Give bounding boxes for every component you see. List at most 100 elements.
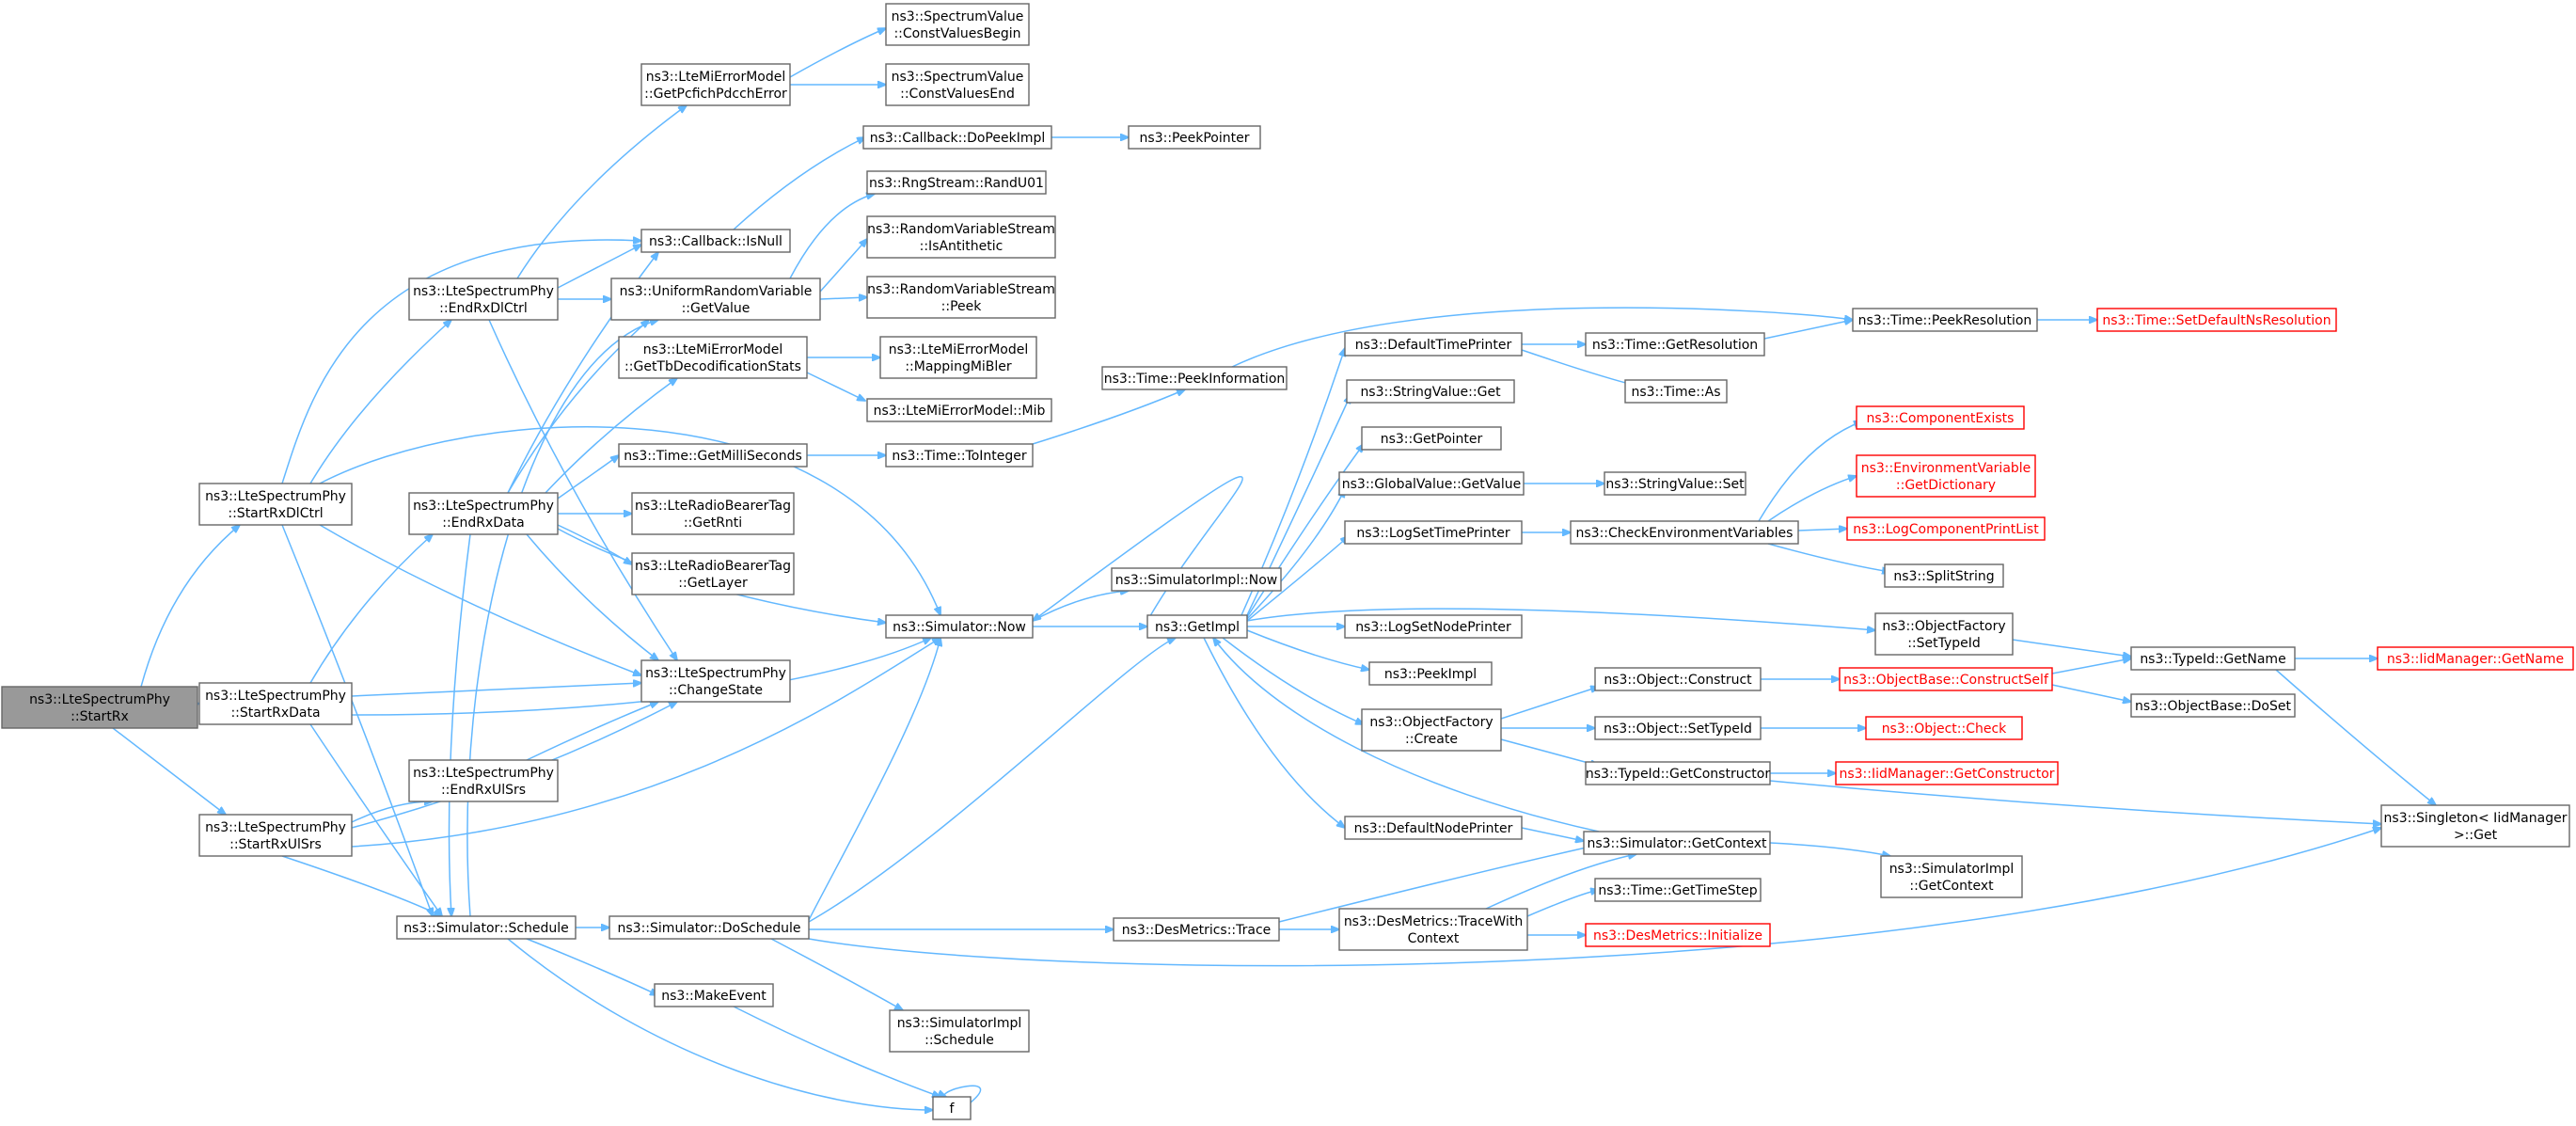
node-label: ::MappingMiBler bbox=[905, 359, 1012, 374]
node-getrnti[interactable]: ns3::LteRadioBearerTag::GetRnti bbox=[631, 492, 795, 535]
node-splitstring[interactable]: ns3::SplitString bbox=[1884, 563, 2004, 588]
node-box bbox=[1865, 716, 2023, 740]
node-changestate[interactable]: ns3::LteSpectrumPhy::ChangeState bbox=[640, 659, 791, 703]
node-peekpointer[interactable]: ns3::PeekPointer bbox=[1128, 125, 1261, 150]
node-getmilliseconds[interactable]: ns3::Time::GetMilliSeconds bbox=[618, 443, 808, 468]
node-getpointer[interactable]: ns3::GetPointer bbox=[1361, 426, 1502, 451]
edge-doschedule-to-getimpl bbox=[808, 638, 1176, 923]
node-getimpl[interactable]: ns3::GetImpl bbox=[1146, 614, 1248, 639]
node-getpcfich[interactable]: ns3::LteMiErrorModel::GetPcfichPdcchErro… bbox=[640, 63, 791, 106]
edge-defaultnodeprinter-to-simgetcontext bbox=[1521, 827, 1584, 841]
node-box bbox=[1361, 708, 1502, 752]
node-simgetcontext[interactable]: ns3::Simulator::GetContext bbox=[1583, 831, 1771, 855]
node-typeidgetname[interactable]: ns3::TypeId::GetName bbox=[2130, 646, 2296, 671]
node-checkenv[interactable]: ns3::CheckEnvironmentVariables bbox=[1570, 520, 1799, 545]
node-cvend[interactable]: ns3::SpectrumValue::ConstValuesEnd bbox=[885, 63, 1030, 106]
node-simnow[interactable]: ns3::Simulator::Now bbox=[885, 614, 1034, 639]
node-urvgetvalue[interactable]: ns3::UniformRandomVariable::GetValue bbox=[610, 278, 821, 321]
edge-endrxdlctrl-to-changestate bbox=[488, 319, 677, 660]
node-startrxdata[interactable]: ns3::LteSpectrumPhy::StartRxData bbox=[198, 682, 353, 725]
node-box bbox=[198, 814, 353, 857]
edge-doschedule-to-simimplschedule bbox=[770, 938, 903, 1010]
node-startrx[interactable]: ns3::LteSpectrumPhy::StartRx bbox=[1, 686, 198, 729]
node-box bbox=[1852, 308, 2038, 332]
node-cvbegin[interactable]: ns3::SpectrumValue::ConstValuesBegin bbox=[885, 3, 1030, 46]
node-logsetnodeprinter[interactable]: ns3::LogSetNodePrinter bbox=[1344, 614, 1523, 639]
edge-startrxdlctrl-to-endrxdlctrl bbox=[309, 320, 451, 484]
node-box bbox=[631, 492, 795, 535]
node-box bbox=[889, 1009, 1030, 1053]
node-constructself[interactable]: ns3::ObjectBase::ConstructSelf bbox=[1839, 667, 2053, 691]
node-label: ns3::GlobalValue::GetValue bbox=[1342, 477, 1521, 492]
node-label: ns3::ObjectFactory bbox=[1369, 715, 1493, 730]
node-objectconstruct[interactable]: ns3::Object::Construct bbox=[1594, 667, 1762, 691]
node-defaultnodeprinter[interactable]: ns3::DefaultNodePrinter bbox=[1344, 816, 1523, 840]
node-label: ns3::LteSpectrumPhy bbox=[413, 499, 554, 514]
node-endrxulsrs[interactable]: ns3::LteSpectrumPhy::EndRxUlSrs bbox=[408, 759, 559, 802]
node-logcomponentprintlist[interactable]: ns3::LogComponentPrintList bbox=[1846, 516, 2046, 541]
node-randu01[interactable]: ns3::RngStream::RandU01 bbox=[866, 170, 1047, 195]
node-peekinformation[interactable]: ns3::Time::PeekInformation bbox=[1101, 366, 1288, 390]
node-objectbasedoset[interactable]: ns3::ObjectBase::DoSet bbox=[2130, 693, 2296, 718]
edge-startrxdata-to-endrxdata bbox=[309, 534, 433, 684]
node-stringvalueget[interactable]: ns3::StringValue::Get bbox=[1346, 379, 1515, 404]
node-endrxdlctrl[interactable]: ns3::LteSpectrumPhy::EndRxDlCtrl bbox=[408, 278, 559, 321]
node-tointeger[interactable]: ns3::Time::ToInteger bbox=[885, 443, 1034, 468]
node-peekimpl[interactable]: ns3::PeekImpl bbox=[1368, 661, 1493, 686]
node-defaulttimeprinter[interactable]: ns3::DefaultTimePrinter bbox=[1344, 332, 1523, 357]
node-componentexists[interactable]: ns3::ComponentExists bbox=[1856, 405, 2025, 430]
node-f[interactable]: f bbox=[932, 1096, 972, 1120]
node-desinitialize[interactable]: ns3::DesMetrics::Initialize bbox=[1585, 923, 1771, 947]
node-schedule[interactable]: ns3::Simulator::Schedule bbox=[396, 915, 577, 940]
node-endrxdata[interactable]: ns3::LteSpectrumPhy::EndRxData bbox=[408, 492, 559, 535]
node-label: ns3::SpectrumValue bbox=[892, 9, 1024, 24]
node-box bbox=[1880, 855, 2023, 898]
node-label: ::StartRxDlCtrl bbox=[228, 506, 323, 521]
node-gettimestep[interactable]: ns3::Time::GetTimeStep bbox=[1594, 878, 1762, 902]
node-label: ns3::LteMiErrorModel bbox=[889, 342, 1029, 357]
node-logsettimeprinter[interactable]: ns3::LogSetTimePrinter bbox=[1344, 520, 1523, 545]
node-typeidgetconstructor[interactable]: ns3::TypeId::GetConstructor bbox=[1585, 761, 1771, 785]
node-rvspeek[interactable]: ns3::RandomVariableStream::Peek bbox=[866, 276, 1056, 319]
node-getlayer[interactable]: ns3::LteRadioBearerTag::GetLayer bbox=[631, 552, 795, 595]
node-iidgetconstructor[interactable]: ns3::IidManager::GetConstructor bbox=[1835, 761, 2059, 785]
node-makeevent[interactable]: ns3::MakeEvent bbox=[654, 983, 774, 1007]
node-peekresolution[interactable]: ns3::Time::PeekResolution bbox=[1852, 308, 2038, 332]
node-objectsettypeid[interactable]: ns3::Object::SetTypeId bbox=[1594, 716, 1762, 740]
edge-gettbdecod-to-mib bbox=[806, 372, 865, 401]
node-box bbox=[618, 336, 808, 379]
node-envgetdictionary[interactable]: ns3::EnvironmentVariable::GetDictionary bbox=[1856, 454, 2036, 498]
node-simimplnow[interactable]: ns3::SimulatorImpl::Now bbox=[1111, 567, 1282, 592]
node-setdefaultnsresolution[interactable]: ns3::Time::SetDefaultNsResolution bbox=[2096, 308, 2337, 332]
node-simimplgetcontext[interactable]: ns3::SimulatorImpl::GetContext bbox=[1880, 855, 2023, 898]
node-box bbox=[862, 125, 1052, 150]
node-stringvalueset[interactable]: ns3::StringValue::Set bbox=[1604, 471, 1746, 496]
node-gettbdecod[interactable]: ns3::LteMiErrorModel::GetTbDecodificatio… bbox=[618, 336, 808, 379]
node-ofsettypeid[interactable]: ns3::ObjectFactory::SetTypeId bbox=[1874, 612, 2014, 656]
node-objectcheck[interactable]: ns3::Object::Check bbox=[1865, 716, 2023, 740]
node-doschedule[interactable]: ns3::Simulator::DoSchedule bbox=[608, 915, 810, 940]
node-mib[interactable]: ns3::LteMiErrorModel::Mib bbox=[866, 398, 1052, 422]
node-getresolution[interactable]: ns3::Time::GetResolution bbox=[1585, 332, 1765, 357]
node-startrxdlctrl[interactable]: ns3::LteSpectrumPhy::StartRxDlCtrl bbox=[198, 483, 353, 526]
node-simimplschedule[interactable]: ns3::SimulatorImpl::Schedule bbox=[889, 1009, 1030, 1053]
node-isantithetic[interactable]: ns3::RandomVariableStream::IsAntithetic bbox=[866, 215, 1056, 259]
node-box bbox=[2096, 308, 2337, 332]
node-label: ns3::LteMiErrorModel bbox=[646, 70, 786, 85]
node-startrxulsrs[interactable]: ns3::LteSpectrumPhy::StartRxUlSrs bbox=[198, 814, 353, 857]
node-label: ns3::PeekImpl bbox=[1384, 667, 1477, 682]
node-timeas[interactable]: ns3::Time::As bbox=[1624, 379, 1728, 404]
node-mappingmibler[interactable]: ns3::LteMiErrorModel::MappingMiBler bbox=[879, 336, 1037, 379]
node-desmetricstrace[interactable]: ns3::DesMetrics::Trace bbox=[1113, 917, 1280, 942]
node-box bbox=[1344, 332, 1523, 357]
node-globalvaluegetvalue[interactable]: ns3::GlobalValue::GetValue bbox=[1338, 471, 1525, 496]
node-dopeekimpl[interactable]: ns3::Callback::DoPeekImpl bbox=[862, 125, 1052, 150]
node-singletonget[interactable]: ns3::Singleton< IidManager>::Get bbox=[2380, 804, 2570, 848]
node-ofcreate[interactable]: ns3::ObjectFactory::Create bbox=[1361, 708, 1502, 752]
node-iidgetname[interactable]: ns3::IidManager::GetName bbox=[2377, 646, 2574, 671]
edge-getimpl-to-globalvaluegetvalue bbox=[1246, 489, 1345, 620]
node-label: ns3::LteMiErrorModel::Mib bbox=[874, 404, 1046, 419]
node-callbackisnull[interactable]: ns3::Callback::IsNull bbox=[640, 229, 791, 253]
node-label: ns3::LteSpectrumPhy bbox=[413, 766, 554, 781]
